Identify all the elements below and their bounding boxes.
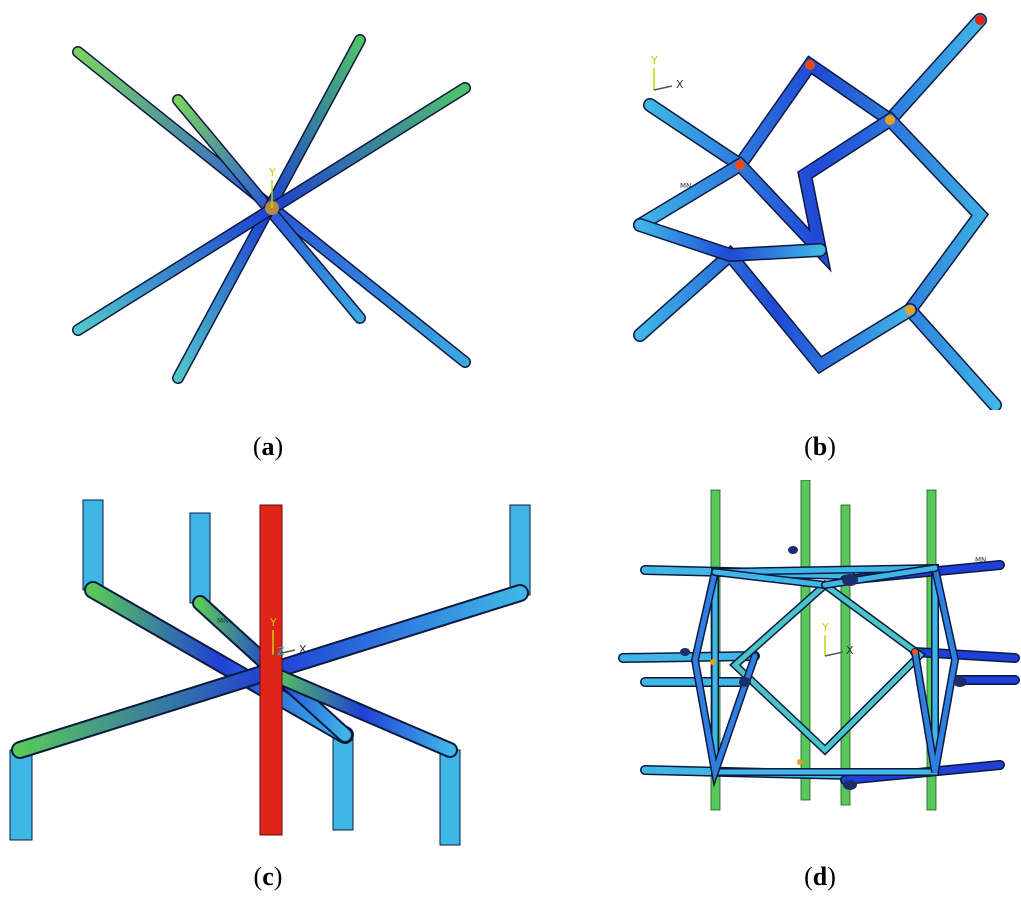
panel-b-model: Y X MN xyxy=(633,13,1002,410)
axis-z-label: Z xyxy=(277,645,285,658)
axis-x-label: X xyxy=(846,644,854,657)
axis-triad-icon: Y xyxy=(268,166,276,208)
panel-d-model: Y X MN xyxy=(618,480,1020,811)
axis-y-label: Y xyxy=(650,54,658,67)
panel-b: Y X MN xyxy=(620,10,1020,410)
panel-d-strut-ends xyxy=(680,546,967,790)
panel-c-central-post xyxy=(259,504,283,836)
mn-marker-label: MN xyxy=(680,182,691,190)
mn-marker-label: MN xyxy=(975,556,986,564)
mn-marker-label: MN xyxy=(217,617,228,625)
axis-x-label: X xyxy=(676,78,684,91)
axis-y-label: Y xyxy=(821,621,829,634)
caption-d: (d) xyxy=(804,862,836,891)
panel-c: Y Z X MN xyxy=(5,495,555,850)
panel-a-model: Y xyxy=(72,34,471,384)
panel-d-lattice-struts xyxy=(690,563,960,788)
axis-y-label: Y xyxy=(268,166,276,179)
axis-triad-icon: Y Z X xyxy=(269,616,307,658)
caption-b: (b) xyxy=(804,432,836,461)
panel-b-struts xyxy=(633,13,1002,410)
caption-a: (a) xyxy=(252,432,284,461)
caption-c: (c) xyxy=(253,862,283,891)
axis-x-label: X xyxy=(299,643,307,656)
axis-y-label: Y xyxy=(269,616,277,629)
panel-b-hotspots xyxy=(735,15,985,315)
panel-d-hotspots xyxy=(710,649,918,765)
panel-d: Y X MN xyxy=(615,480,1020,820)
axis-triad-icon: Y X xyxy=(821,621,854,657)
panel-c-model: Y Z X MN xyxy=(9,499,531,846)
axis-triad-icon: Y X xyxy=(650,54,684,91)
panel-a: Y xyxy=(60,20,490,400)
